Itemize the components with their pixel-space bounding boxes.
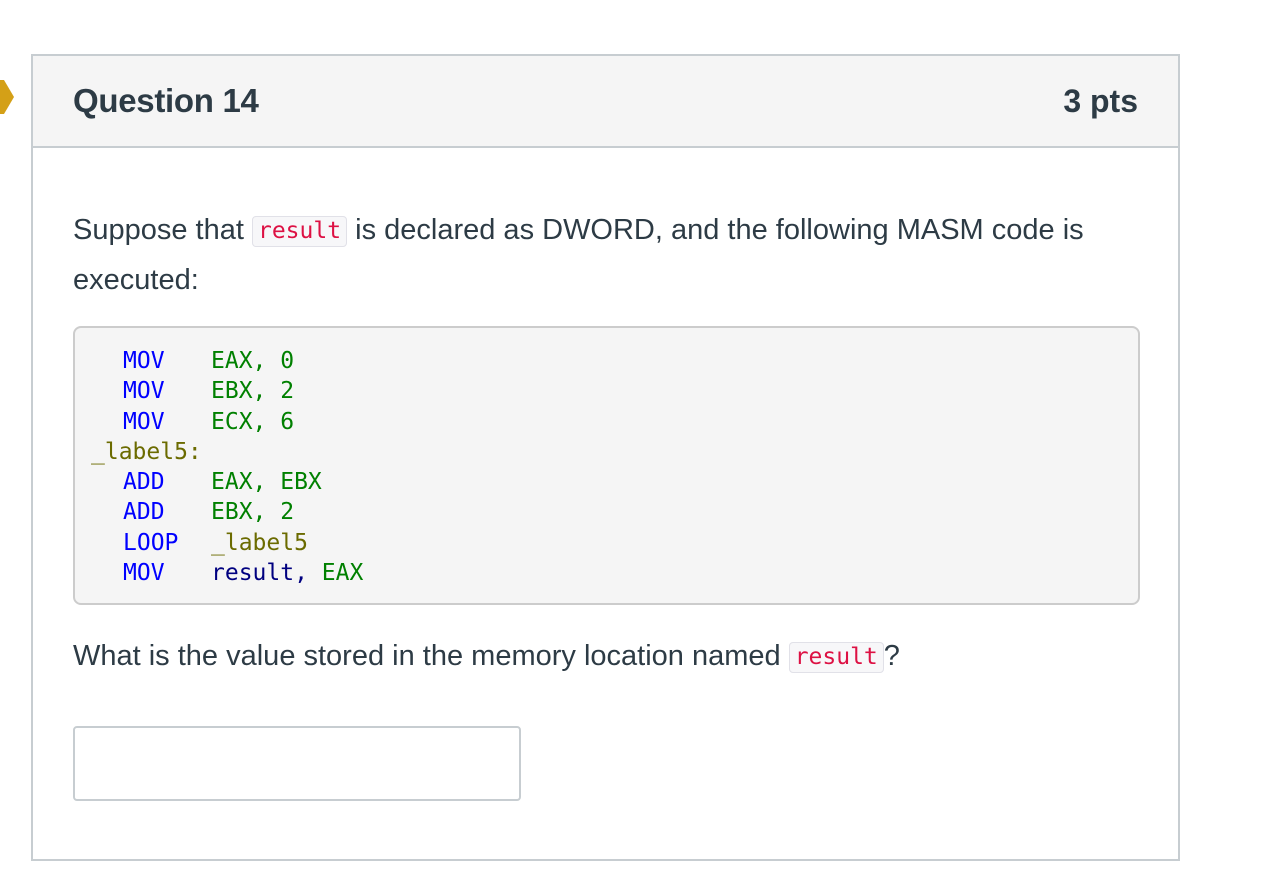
code-operands: EBX, 2 (211, 378, 295, 405)
followup-question: What is the value stored in the memory l… (73, 632, 900, 682)
code-operand-variable: result, (211, 560, 308, 587)
question-title: Question 14 (73, 82, 259, 119)
code-opcode: MOV (123, 348, 165, 374)
question-card: Question 14 3 pts Suppose that result is… (31, 54, 1180, 861)
code-label: _label5: (91, 438, 202, 465)
code-line: MOV EBX, 2 (91, 376, 1138, 406)
code-operands: EAX, EBX (211, 469, 322, 496)
code-opcode: MOV (123, 408, 165, 435)
answer-input[interactable] (73, 726, 521, 801)
code-line: ADD EAX, EBX (91, 467, 1138, 497)
question-header: Question 14 3 pts (33, 56, 1178, 148)
code-opcode: LOOP (123, 529, 179, 556)
code-opcode: ADD (123, 499, 165, 526)
code-line: LOOP _label5 (91, 528, 1138, 558)
inline-code-result-2: result (788, 642, 884, 673)
code-line: MOV EAX, 0 (91, 346, 1138, 376)
bookmark-flag-icon[interactable] (0, 80, 16, 114)
question-body: Suppose that result is declared as DWORD… (73, 206, 1143, 673)
question-prompt: Suppose that result is declared as DWORD… (73, 206, 1143, 304)
followup-text-start: What is the value stored in the memory l… (73, 640, 789, 672)
code-opcode: MOV (123, 560, 165, 587)
inline-code-result: result (251, 216, 348, 247)
code-line: ADD EBX, 2 (91, 497, 1138, 527)
code-line: _label5: (91, 437, 1138, 467)
question-points: 3 pts (1063, 83, 1138, 119)
code-opcode: ADD (123, 469, 165, 496)
code-block: MOV EAX, 0 MOV EBX, 2 MOV ECX, 6 _label5: ADD EA… (73, 326, 1140, 605)
code-operands: ECX, 6 (211, 408, 295, 435)
code-operand-label: _label5 (211, 529, 308, 556)
code-line: MOV result, EAX (91, 558, 1138, 588)
followup-text-end: ? (883, 640, 900, 672)
code-operands: EAX, 0 (211, 348, 295, 374)
code-line: MOV ECX, 6 (91, 407, 1138, 437)
prompt-text-start: Suppose that (73, 214, 252, 246)
prompt-text-end: is declared as DWORD, and the following … (73, 214, 1084, 296)
code-operands: EAX (307, 560, 364, 587)
code-opcode: MOV (123, 378, 165, 405)
code-operands: EBX, 2 (211, 499, 295, 526)
